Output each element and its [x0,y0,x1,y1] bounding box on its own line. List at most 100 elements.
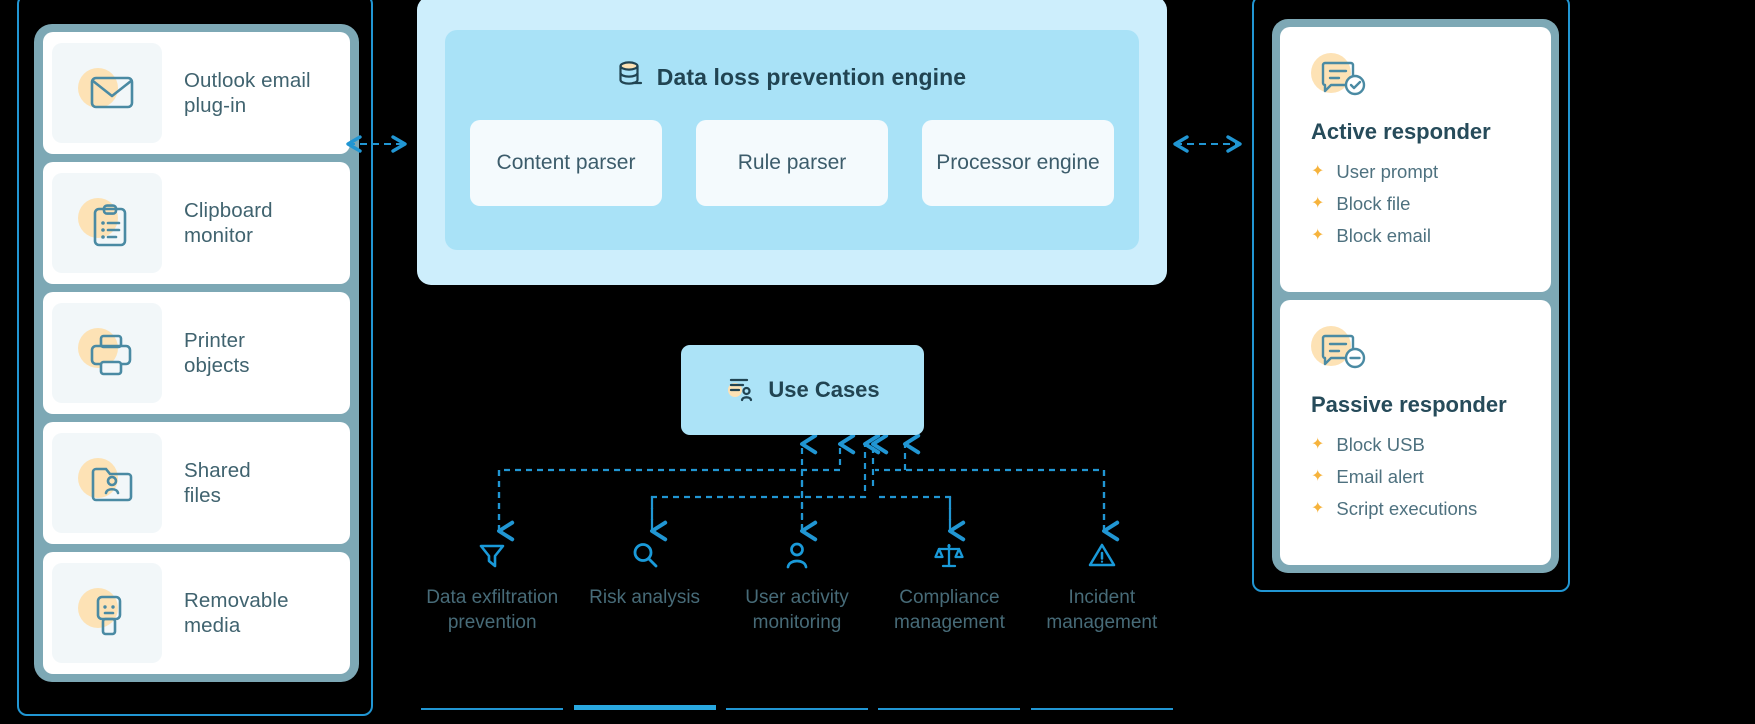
use-case-incident-management[interactable]: Incident management [1026,538,1178,724]
responder-action-item: ✦ Email alert [1311,461,1551,493]
funnel-icon [477,538,507,572]
use-case-label: Risk analysis [589,585,700,610]
data-sources-list: Outlook email plug-in [34,24,359,682]
use-case-underline [878,708,1021,710]
use-case-underline [726,708,869,710]
data-source-label: Outlook email plug-in [184,68,311,118]
label-line-2: management [1046,612,1158,634]
responder-title: Active responder [1311,119,1491,144]
use-case-compliance-management[interactable]: Compliance management [873,538,1025,724]
responder-action-item: ✦ Script executions [1311,493,1551,525]
icon-container [52,303,162,403]
responder-card-passive[interactable]: Passive responder ✦ Block USB ✦ Email al… [1280,300,1551,565]
responders-list: Active responder ✦ User prompt ✦ Block f… [1272,19,1559,573]
use-case-items: Data exfiltration prevention Risk analys… [416,538,1178,724]
use-case-label: Incident management [1046,585,1157,635]
module-processor-engine[interactable]: Processor engine [922,120,1114,206]
dlp-engine-panel: Data loss prevention engine Content pars… [417,0,1167,285]
icon-blob [78,68,118,108]
magnifier-icon [630,538,660,572]
responder-action-item: ✦ Block file [1311,188,1551,220]
label-line-1: Data exfiltration [426,587,559,608]
use-case-user-activity-monitoring[interactable]: User activity monitoring [721,538,873,724]
label-line-1: User activity [745,587,849,608]
chat-check-icon [1311,53,1373,107]
icon-container [52,43,162,143]
use-case-label: User activity monitoring [745,585,848,635]
sparkle-icon: ✦ [1311,195,1325,212]
use-case-risk-analysis[interactable]: Risk analysis [568,538,720,724]
label-line-2: prevention [447,612,537,634]
scales-icon [934,538,965,572]
envelope-icon [78,64,136,122]
label-line-1: Outlook email [184,68,311,92]
label-line-2: objects [184,354,250,377]
data-source-card-printer[interactable]: Printer objects [43,292,350,414]
dlp-engine-inner: Data loss prevention engine Content pars… [445,30,1139,250]
label-line-2: monitor [184,224,254,247]
clipboard-icon [78,194,136,252]
data-source-card-shared-files[interactable]: Shared files [43,422,350,544]
icon-container [52,563,162,663]
data-source-card-clipboard[interactable]: Clipboard monitor [43,162,350,284]
data-source-label: Clipboard monitor [184,198,273,248]
label-line-1: Printer [184,328,246,352]
connector-uc-2 [650,433,881,531]
icon-container [52,173,162,273]
data-sources-panel: Outlook email plug-in [17,0,373,716]
label-line-1: Risk analysis [589,587,701,608]
sparkle-icon: ✦ [1311,163,1325,180]
data-source-card-outlook[interactable]: Outlook email plug-in [43,32,350,154]
person-icon [782,538,812,572]
shared-folder-icon [78,454,136,512]
label-line-1: Incident [1068,587,1136,608]
responder-action-label: Block USB [1336,434,1425,455]
responder-action-label: Block email [1336,225,1431,246]
data-source-label: Printer objects [184,328,250,378]
module-content-parser[interactable]: Content parser [470,120,662,206]
usb-drive-icon [78,584,136,642]
dlp-engine-header: Data loss prevention engine [445,48,1139,106]
sparkle-icon: ✦ [1311,436,1325,453]
responder-action-item: ✦ Block email [1311,220,1551,252]
label-line-2: plug-in [184,94,247,117]
responder-actions: ✦ User prompt ✦ Block file ✦ Block email [1311,156,1551,252]
use-case-data-exfiltration-prevention[interactable]: Data exfiltration prevention [416,538,568,724]
use-case-label: Data exfiltration prevention [426,585,558,635]
data-source-label: Shared files [184,458,251,508]
responder-action-label: User prompt [1336,161,1439,182]
use-case-underline-active [573,705,716,710]
responder-card-active[interactable]: Active responder ✦ User prompt ✦ Block f… [1280,27,1551,292]
label-line-1: Shared [184,458,251,482]
connector-uc-4b [875,495,952,531]
label-line-2: media [184,614,241,637]
responders-panel: Active responder ✦ User prompt ✦ Block f… [1252,0,1570,592]
module-rule-parser[interactable]: Rule parser [696,120,888,206]
responder-action-label: Block file [1336,193,1411,214]
dlp-engine-modules: Content parser Rule parser Processor eng… [445,120,1139,206]
chat-minus-icon [1311,326,1373,380]
responder-title: Passive responder [1311,392,1507,417]
database-icon [618,60,644,94]
label-line-2: files [184,484,221,507]
icon-container [52,433,162,533]
use-case-underline [1030,708,1173,710]
label-line-2: management [893,612,1005,634]
sparkle-icon: ✦ [1311,500,1325,517]
data-source-card-removable-media[interactable]: Removable media [43,552,350,674]
use-cases-box[interactable]: Use Cases [681,345,924,435]
sparkle-icon: ✦ [1311,227,1325,244]
data-source-label: Removable media [184,588,289,638]
use-case-underline [421,708,564,710]
responder-action-label: Script executions [1336,498,1478,519]
connector-uc-5 [875,468,1106,531]
responder-actions: ✦ Block USB ✦ Email alert ✦ Script execu… [1311,429,1551,525]
connector-uc-1 [497,433,856,531]
user-list-icon [725,373,755,408]
label-line-1: Removable [184,588,289,612]
responder-action-item: ✦ Block USB [1311,429,1551,461]
dlp-engine-title: Data loss prevention engine [656,63,967,90]
label-line-1: Clipboard [184,198,273,222]
